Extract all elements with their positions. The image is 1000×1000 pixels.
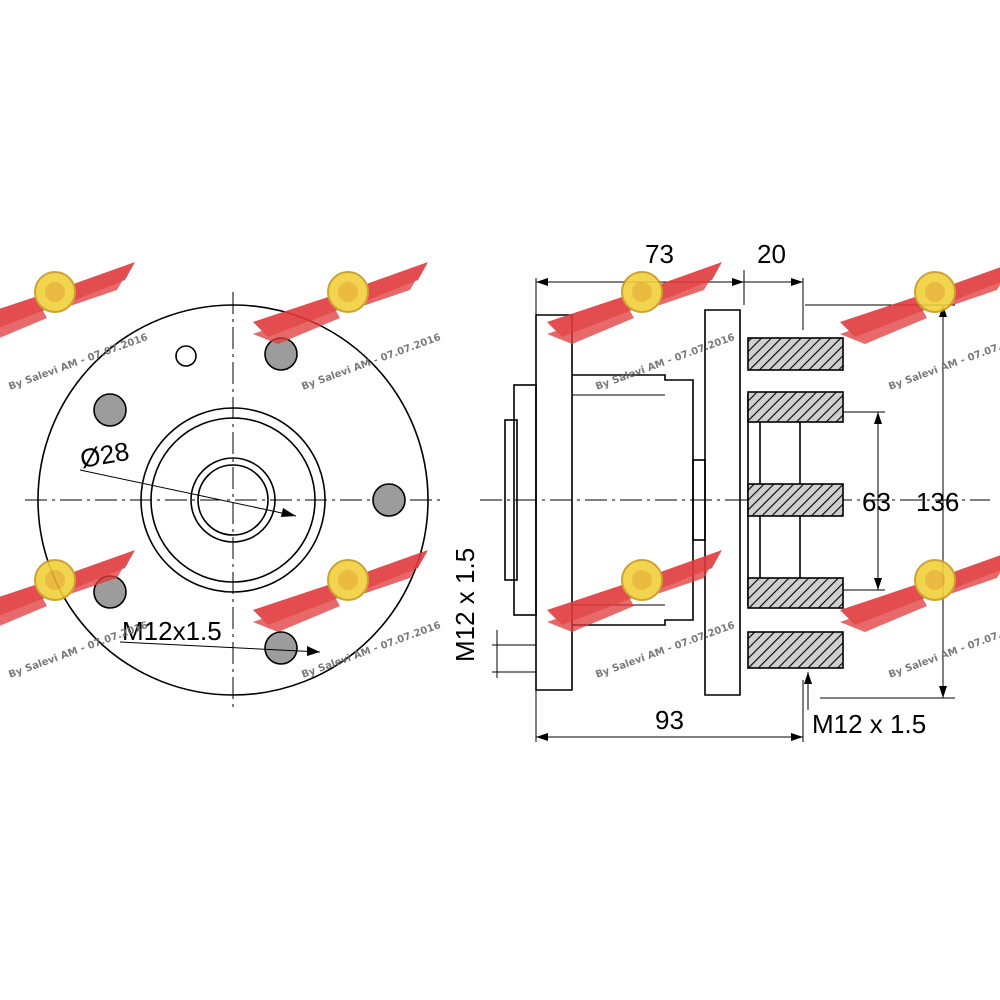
thread-leader-arrow (307, 646, 320, 656)
watermark: By Salevi AM - 07.07.2016 (252, 261, 442, 393)
watermark: By Salevi AM - 07.07.2016 (839, 261, 1000, 393)
watermark-text: By Salevi AM - 07.07.2016 (300, 620, 442, 681)
front-thread-label: M12x1.5 (122, 616, 222, 646)
watermark-text: By Salevi AM - 07.07.2016 (887, 620, 1000, 681)
stud-hole (372, 483, 406, 517)
watermark-text: By Salevi AM - 07.07.2016 (300, 332, 442, 393)
front-view: Ø28 M12x1.5 (25, 292, 440, 712)
seal-face (504, 419, 518, 581)
wheel-stud (747, 577, 844, 609)
watermark-text: By Salevi AM - 07.07.2016 (7, 332, 149, 393)
mount-flange (535, 314, 573, 691)
flange-outline (37, 304, 429, 696)
wheel-stud (747, 337, 844, 371)
watermark: By Salevi AM - 07.07.2016 (546, 549, 736, 681)
stud-hole (93, 393, 127, 427)
hub-inner-ring (150, 417, 316, 583)
wheel-stud (747, 631, 844, 669)
watermark-text: By Salevi AM - 07.07.2016 (887, 332, 1000, 393)
stud-hole (264, 337, 298, 371)
side-view: 73 20 63 136 93 M12 x 1.5 M12 x 1.5 (450, 239, 990, 742)
studs (747, 337, 844, 669)
dim-93-label: 93 (655, 705, 684, 735)
hub-outer-ring (140, 407, 326, 593)
bore-leader (79, 469, 297, 517)
watermark-logo (546, 549, 723, 633)
watermark: By Salevi AM - 07.07.2016 (839, 549, 1000, 681)
stud-hole (264, 631, 298, 665)
left-thread-label: M12 x 1.5 (450, 548, 480, 662)
thread-arrow-right (804, 672, 812, 684)
thread-leader (119, 641, 321, 653)
dim-63-label: 63 (862, 487, 891, 517)
watermark-logo (252, 549, 429, 633)
bore-inner (197, 464, 269, 536)
bore-leader-arrow (281, 508, 296, 517)
wheel-stud (747, 391, 844, 423)
watermark-logo (0, 261, 136, 345)
watermark-logo (839, 261, 1000, 345)
dim-arrow-20 (791, 278, 803, 286)
dim-136-label: 136 (916, 487, 959, 517)
bore-outer (190, 457, 276, 543)
wheel-stud (747, 483, 844, 517)
front-stud-holes (93, 337, 406, 665)
watermark-text: By Salevi AM - 07.07.2016 (7, 620, 149, 681)
right-thread-label: M12 x 1.5 (812, 709, 926, 739)
front-hole (175, 345, 197, 367)
watermark-logo (839, 549, 1000, 633)
watermark-text: By Salevi AM - 07.07.2016 (594, 620, 736, 681)
watermark-logo (546, 261, 723, 345)
watermark-logo (252, 261, 429, 345)
watermark-text: By Salevi AM - 07.07.2016 (594, 332, 736, 393)
dim-73-label: 73 (645, 239, 674, 269)
watermark: By Salevi AM - 07.07.2016 (0, 261, 149, 393)
dim-20-label: 20 (757, 239, 786, 269)
bore-diameter-label: Ø28 (78, 436, 132, 474)
